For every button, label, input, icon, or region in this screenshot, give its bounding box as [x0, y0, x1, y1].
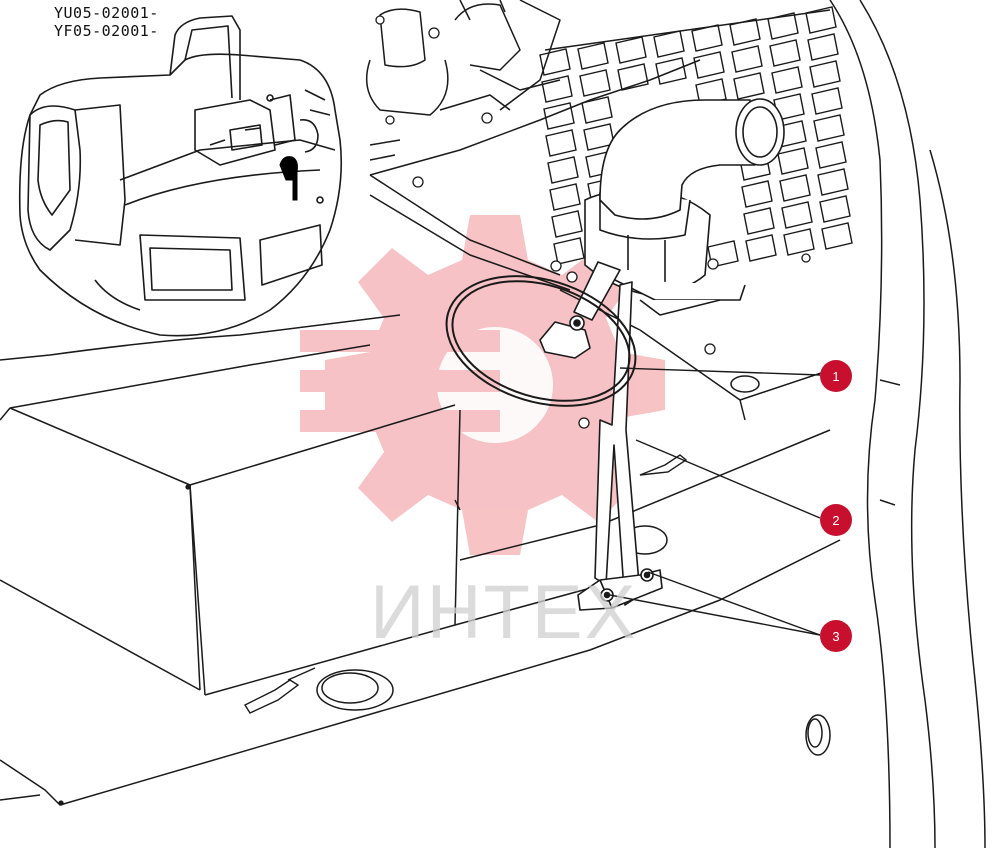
mirror-stay [577, 281, 663, 611]
grille-cell [809, 60, 841, 88]
excavator-overview [18, 15, 343, 337]
grille-cell [821, 222, 853, 250]
grille-cell [695, 78, 727, 106]
watermark-bar-2 [300, 370, 500, 392]
grille-cell [551, 210, 583, 238]
grille-cell [553, 237, 585, 265]
grille-cell [655, 57, 687, 85]
mirror-location-marker [279, 156, 298, 201]
serial-number-1: YU05-02001- [54, 4, 159, 22]
grille-cell [817, 168, 849, 196]
grille-cell [541, 75, 573, 103]
grille-cell [769, 39, 801, 67]
callout-3: 3 [820, 620, 852, 652]
grille-cell [807, 33, 839, 61]
grille-cell [693, 51, 725, 79]
grille-cell [549, 183, 581, 211]
grille-cell [577, 42, 609, 70]
watermark-bar-1 [300, 330, 500, 352]
leader-line-1 [619, 367, 821, 376]
grille-cell [815, 141, 847, 169]
grille-cell [653, 30, 685, 58]
radiator-grille [539, 6, 853, 286]
grille-cell [543, 102, 575, 130]
callout-1: 1 [820, 360, 852, 392]
serial-number-2: YF05-02001- [54, 22, 159, 40]
grille-cell [777, 147, 809, 175]
grille-cell [805, 6, 837, 34]
grille-cell [733, 72, 765, 100]
grille-cell [691, 24, 723, 52]
leader-line-2 [635, 439, 821, 519]
grille-cell [579, 69, 611, 97]
grille-cell [731, 45, 763, 73]
grille-cell [745, 234, 777, 262]
grille-cell [741, 180, 773, 208]
grille-cell [771, 66, 803, 94]
mirror-arm [539, 261, 621, 359]
leader-line-3b [609, 594, 821, 636]
grille-cell [547, 156, 579, 184]
grille-cell [743, 207, 775, 235]
grille-cell [581, 96, 613, 124]
grille-cell [779, 174, 811, 202]
deck-fasteners [243, 454, 688, 714]
grille-cell [813, 114, 845, 142]
grille-cell [539, 48, 571, 76]
leader-line-3a [647, 571, 821, 636]
exhaust-pipe [584, 98, 785, 316]
grille-cell [783, 228, 815, 256]
grille-cell [767, 12, 799, 40]
grille-cell [615, 36, 647, 64]
callout-2: 2 [820, 504, 852, 536]
grille-cell [781, 201, 813, 229]
watermark-text: ИНТЕХ [370, 570, 637, 655]
grille-cell [617, 63, 649, 91]
grille-cell [545, 129, 577, 157]
grille-cell [811, 87, 843, 115]
deck-bolts [58, 15, 811, 806]
leader-lines [609, 367, 821, 636]
grille-cell [819, 195, 851, 223]
grille-cell [729, 18, 761, 46]
